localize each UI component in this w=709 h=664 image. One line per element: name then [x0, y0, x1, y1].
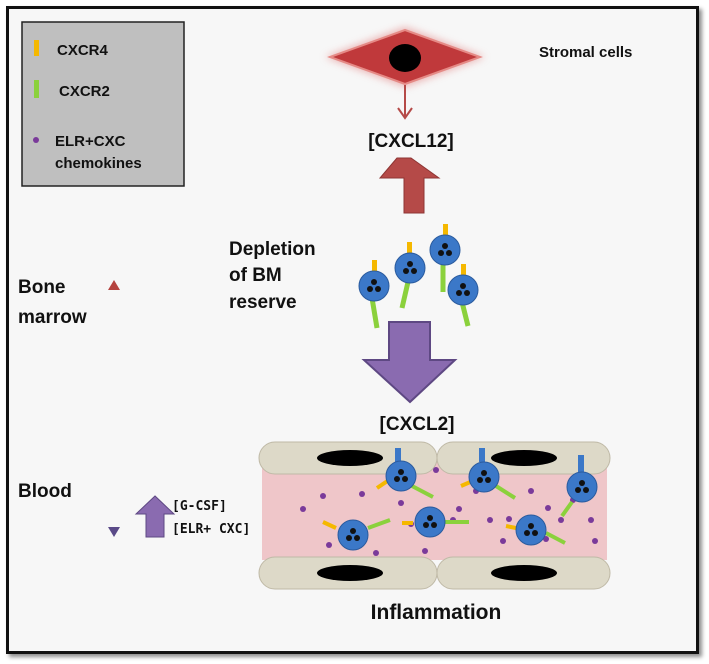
legend-box: CXCR4 CXCR2 ELR+CXC chemokines	[21, 21, 185, 187]
down-arrow-cxcl2	[361, 321, 458, 404]
adherent-neutrophil	[460, 448, 517, 500]
legend-chemokines-line1: ELR+CXC	[55, 133, 126, 150]
inflammation-label: Inflammation	[371, 601, 502, 624]
axis-marrow-label: marrow	[18, 307, 87, 328]
stromal-cell	[325, 27, 485, 87]
neutrophil-cell	[429, 224, 461, 292]
endothelial-nucleus	[317, 450, 383, 466]
legend-cxcr4-label: CXCR4	[57, 42, 109, 59]
elr-cxc-label: [ELR+ CXC]	[172, 522, 250, 537]
adherent-neutrophil	[375, 448, 434, 499]
cxcl2-label: [CXCL2]	[380, 414, 455, 435]
endothelial-nucleus	[317, 565, 383, 581]
neutrophil-cell	[447, 264, 479, 327]
endothelial-nucleus	[491, 450, 557, 466]
marrow-neutrophils	[358, 224, 479, 329]
cxcr2-swatch	[34, 80, 39, 98]
stromal-nucleus	[389, 44, 421, 72]
axis-bone-label: Bone	[18, 277, 66, 298]
secretion-arrow	[397, 85, 413, 120]
circulating-neutrophil	[322, 518, 391, 551]
cxcr4-swatch	[34, 40, 39, 56]
circulating-neutrophil	[402, 506, 469, 538]
chemokine-dot-swatch	[33, 137, 39, 143]
depletion-line1: Depletion	[229, 239, 316, 260]
up-arrow-cxcl12	[378, 157, 441, 214]
depletion-line2: of BM	[229, 265, 282, 286]
neutrophil-cell	[394, 242, 426, 309]
bone-marrow-blood-axis	[108, 280, 120, 537]
signal-up-arrow	[134, 495, 176, 538]
neutrophil-cell	[358, 260, 390, 329]
gcsf-label: [G-CSF]	[172, 499, 227, 514]
axis-blood-label: Blood	[18, 481, 72, 502]
depletion-line3: reserve	[229, 292, 297, 313]
endothelial-nucleus	[491, 565, 557, 581]
legend-cxcr2-label: CXCR2	[59, 83, 110, 100]
adherent-neutrophil	[560, 455, 598, 518]
cxcl12-label: [CXCL12]	[368, 131, 454, 152]
blood-neutrophils	[322, 448, 598, 551]
stromal-cells-label: Stromal cells	[539, 44, 632, 61]
circulating-neutrophil	[505, 514, 566, 546]
legend-chemokines-line2: chemokines	[55, 155, 142, 172]
